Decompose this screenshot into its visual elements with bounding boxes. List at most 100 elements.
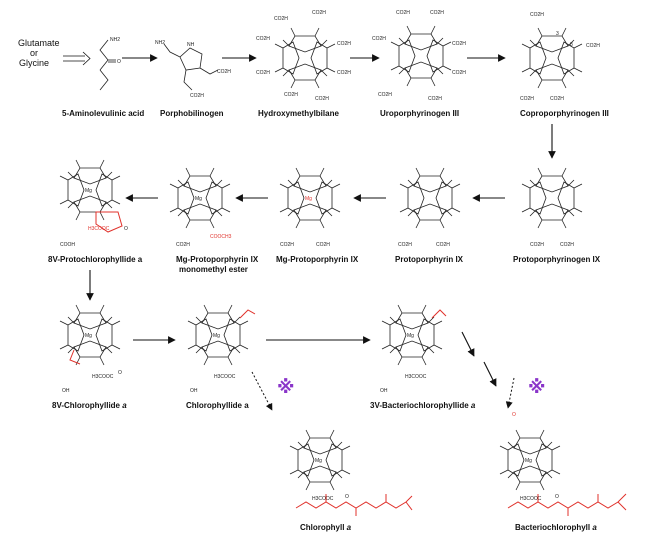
bchlide-structure: Mg H3COOC OH [380,304,447,394]
compound-label-hmb: Hydroxymethylbilane [258,109,339,118]
chlide8v-mg: Mg [85,333,92,339]
arrow-bchlide-step-1 [461,331,475,357]
pchlide-oxygen: O [124,226,128,232]
compound-label-mgprotome: Mg-Protoporphyrin IX monomethyl ester [176,255,260,274]
copro-co2h-1: CO2H [530,12,544,18]
mgproto-structure: Mg CO2H CO2H [279,167,341,248]
pbg-co2h-1: CO2H [217,69,231,75]
bchlide-mg: Mg [407,333,414,339]
proto-co2h-2: CO2H [436,242,450,248]
compound-label-bchl-text-italic: a [592,523,597,532]
mgprotome-co2h: CO2H [176,242,190,248]
pchlide-ester: H3COOC [88,226,110,232]
compound-label-mgprotome-line-1: Mg-Protoporphyrin IX [176,255,259,264]
copro-num-8: 8 [570,42,573,48]
open-arrow-icon [63,51,91,66]
protogen-structure: CO2H CO2H [521,167,583,248]
hmb-co2h-2: CO2H [312,10,326,16]
chlide8v-oh: OH [62,388,70,394]
compound-label-protogen: Protoporphyrinogen IX [513,255,601,264]
compound-label-proto: Protoporphyrin IX [395,255,464,264]
compound-label-bchlide: 3V-Bacteriochlorophyllide a [370,401,476,410]
compound-label-bchlide-text-italic: a [471,401,476,410]
compound-label-glutamate-line-3: Glycine [19,58,49,68]
bchlide-oh: OH [380,388,388,394]
compound-label-glutamate-line-1: Glutamate [18,38,60,48]
uro-co2h-4: CO2H [452,70,466,76]
copro-co2h-2: CO2H [586,43,600,49]
hmb-co2h-1: CO2H [274,16,288,22]
chl-structure: Mg H3COOC O [289,429,413,516]
compound-label-chlide8v-text: 8V-Chlorophyllide [52,401,122,410]
compound-label-uro: Uroporphyrinogen III [380,109,459,118]
compound-label-ala: 5-Aminolevulinic acid [62,109,144,118]
ala-oxygen: O [117,59,121,65]
compound-label-bchlide-text: 3V-Bacteriochlorophyllide [370,401,471,410]
compound-label-chlide: Chlorophyllide a [186,401,249,410]
hmb-co2h-6: CO2H [256,70,270,76]
chl-oxygen: O [345,494,349,500]
compound-label-pchlide: 8V-Protochlorophyllide a [48,255,143,264]
pbg-nh: NH [187,42,195,48]
uro-co2h-1: CO2H [396,10,410,16]
copro-structure: CO2H CO2H CO2H CO2H 3 8 [520,12,600,102]
mgprotome-mg: Mg [195,196,202,202]
compound-label-bchl: Bacteriochlorophyll a [515,523,597,532]
pbg-structure: NH NH2 CO2H CO2H [155,40,231,99]
protogen-co2h-1: CO2H [530,242,544,248]
chlide-mg: Mg [213,333,220,339]
chlide8v-oxygen: O [118,370,122,376]
hmb-co2h-5: CO2H [256,36,270,42]
compound-label-pbg: Porphobilinogen [160,109,224,118]
mgproto-co2h-1: CO2H [280,242,294,248]
proto-co2h-1: CO2H [398,242,412,248]
proto-structure: CO2H CO2H [398,167,461,248]
chlide-structure: Mg H3COOC OH [187,304,256,394]
uro-co2h-2: CO2H [430,10,444,16]
compound-label-bchl-text: Bacteriochlorophyll [515,523,592,532]
copro-num-3: 3 [556,31,559,37]
chlide8v-ester: H3COOC [92,374,114,380]
compound-label-glutamate-line-2: or [30,48,38,58]
mgprotome-ester: COOCH3 [210,234,232,240]
bchl-structure: Mg O H3COOC O [499,412,627,516]
mgprotome-structure: Mg CO2H COOCH3 [169,167,232,248]
marker-icon-bchl: ※ [528,377,546,398]
copro-co2h-3: CO2H [550,96,564,102]
copro-co2h-4: CO2H [520,96,534,102]
hmb-co2h-7: CO2H [284,92,298,98]
bchl-oxygen: O [555,494,559,500]
pbg-amino: NH2 [155,40,165,46]
chl-mg: Mg [315,458,322,464]
arrow-bchlide-step-2 [483,361,497,387]
chlide-oh: OH [190,388,198,394]
marker-icon-chl: ※ [277,377,295,398]
compound-label-chlide8v: 8V-Chlorophyllide a [52,401,127,410]
dashed-arrow-chlide-to-chl [251,371,273,411]
bchl-mg: Mg [525,458,532,464]
bchl-ester: H3COOC [520,496,542,502]
chl-ester: H3COOC [312,496,334,502]
uro-co2h-7: CO2H [428,96,442,102]
mgproto-mg: Mg [305,196,312,202]
compound-label-chl: Chlorophyll a [300,523,352,532]
hmb-co2h-4: CO2H [337,70,351,76]
ala-structure: O NH2 [99,37,121,91]
uro-co2h-3: CO2H [452,41,466,47]
chlide-ester: H3COOC [214,374,236,380]
compound-label-copro: Coproporphyrinogen III [520,109,609,118]
uro-co2h-5: CO2H [372,36,386,42]
uro-co2h-6: CO2H [378,92,392,98]
compound-label-chl-text: Chlorophyll [300,523,347,532]
compound-label-mgproto: Mg-Protoporphyrin IX [276,255,359,264]
pchlide-cooh: COOH [60,242,75,248]
hmb-co2h-8: CO2H [315,96,329,102]
compound-label-chl-text-italic: a [347,523,352,532]
mgproto-co2h-2: CO2H [316,242,330,248]
pchlide-structure: Mg H3COOC O COOH [59,159,128,248]
compound-label-chlide8v-text-italic: a [122,401,127,410]
bchl-acetyl-oxygen: O [512,412,516,418]
dashed-arrow-to-bchl [505,377,515,409]
uro-structure: CO2H CO2H CO2H CO2H CO2H CO2H CO2H [372,10,466,102]
